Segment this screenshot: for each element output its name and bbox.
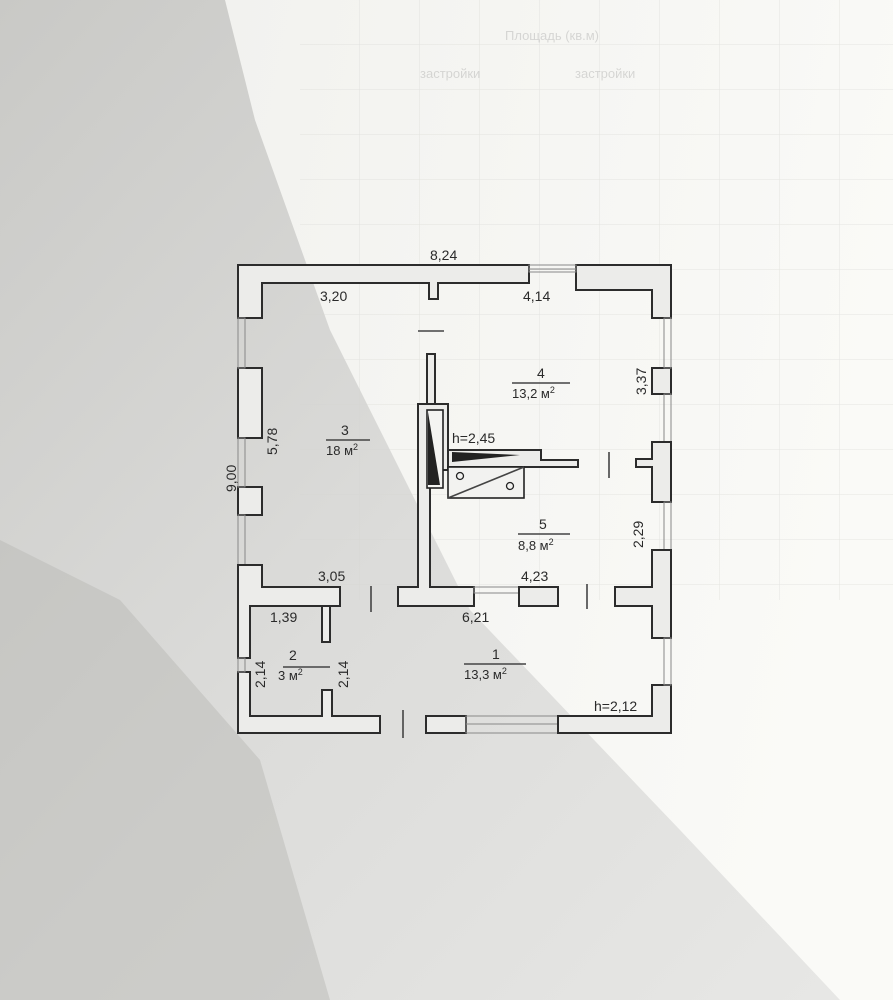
- window-left-2: [237, 437, 246, 488]
- dim-room4-height: 3,37: [633, 368, 649, 395]
- room-5-label: 5 8,8 м2: [518, 516, 570, 553]
- wall-left-pier-1: [237, 367, 263, 439]
- svg-text:18 м2: 18 м2: [326, 442, 358, 458]
- stove-flue: [428, 412, 440, 485]
- ghost-col-b: застройки: [575, 66, 635, 81]
- dim-room4-width: 4,14: [523, 288, 550, 304]
- wall-top-right: [575, 264, 672, 319]
- ceiling-height-lower: h=2,12: [594, 698, 637, 714]
- room-3-label: 3 18 м2: [326, 422, 370, 458]
- window-right-1: [663, 317, 672, 369]
- burner-2: [505, 481, 515, 491]
- wall-central-stub: [426, 353, 436, 405]
- svg-text:8,8 м2: 8,8 м2: [518, 537, 554, 553]
- svg-text:13,3 м2: 13,3 м2: [464, 666, 507, 682]
- window-room2: [237, 657, 246, 673]
- ghost-header: Площадь (кв.м): [505, 28, 599, 43]
- svg-text:3 м2: 3 м2: [278, 667, 303, 683]
- wall-right-pier-1: [651, 367, 672, 395]
- svg-text:3: 3: [341, 422, 349, 438]
- dim-room2-height-left: 2,14: [252, 661, 268, 688]
- room-1-label: 1 13,3 м2: [464, 646, 526, 682]
- dim-room1-width: 6,21: [462, 609, 489, 625]
- dim-corridor-right: 4,23: [521, 568, 548, 584]
- window-left-1: [237, 317, 246, 369]
- svg-text:4: 4: [537, 365, 545, 381]
- room-4-label: 4 13,2 м2: [512, 365, 570, 401]
- dim-outer-width: 8,24: [430, 247, 457, 263]
- wall-corridor-left: [237, 564, 341, 659]
- svg-text:5: 5: [539, 516, 547, 532]
- wall-right-pier-2: [635, 441, 672, 503]
- wall-corridor-right-block: [518, 586, 559, 607]
- wall-right-pier-3: [614, 549, 672, 639]
- dim-room3-height: 5,78: [264, 428, 280, 455]
- dim-outer-height: 9,00: [223, 465, 239, 492]
- svg-text:13,2 м2: 13,2 м2: [512, 385, 555, 401]
- faint-grid: [300, 0, 893, 600]
- dim-corridor-left: 3,05: [318, 568, 345, 584]
- dim-room3-width: 3,20: [320, 288, 347, 304]
- dim-room5-height: 2,29: [630, 521, 646, 548]
- wall-left-pier-2: [237, 486, 263, 516]
- svg-text:2: 2: [289, 647, 297, 663]
- wall-bottom-mid: [425, 715, 467, 734]
- stove-shelf-dark: [452, 452, 520, 462]
- dark-shadow: [0, 540, 330, 1000]
- dim-room2-height-right: 2,14: [335, 661, 351, 688]
- burner-1: [455, 471, 465, 481]
- dim-room2-width: 1,39: [270, 609, 297, 625]
- room-2-label: 2 3 м2: [278, 647, 303, 683]
- svg-text:1: 1: [492, 646, 500, 662]
- ghost-col-a: застройки: [420, 66, 480, 81]
- wall-room2-left: [237, 671, 381, 734]
- wall-top-left: [237, 264, 530, 319]
- window-right-4: [663, 637, 672, 686]
- ceiling-height-upper: h=2,45: [452, 430, 495, 446]
